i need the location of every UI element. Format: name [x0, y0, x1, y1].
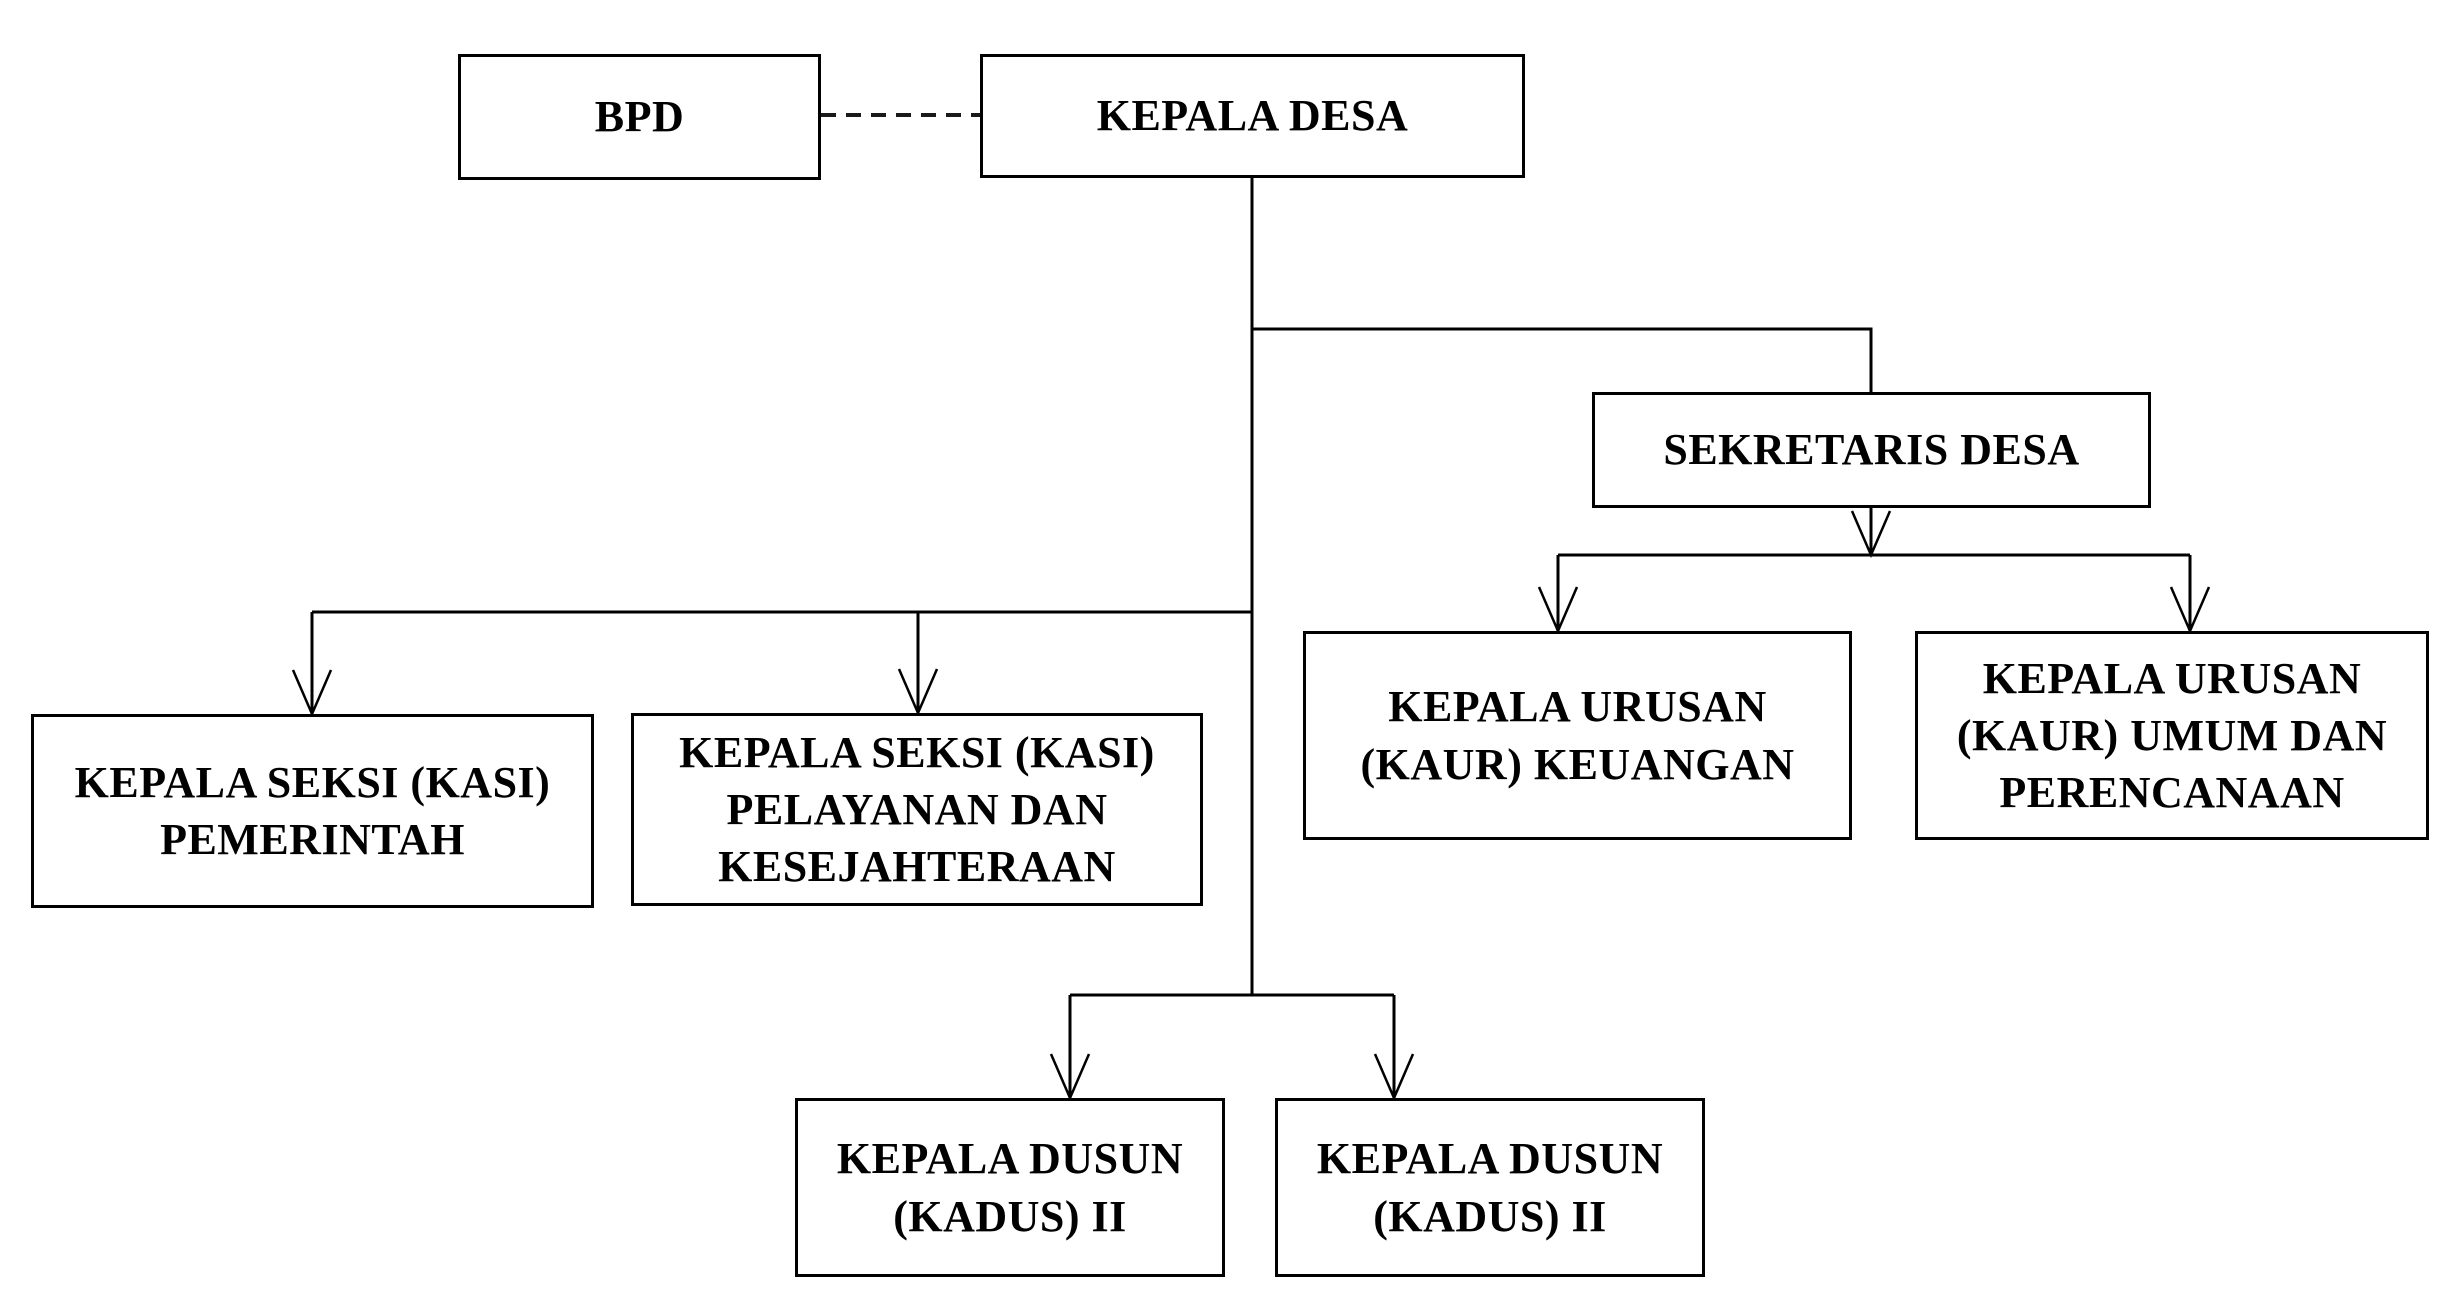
node-kepala-desa: KEPALA DESA	[980, 54, 1525, 178]
node-kasi-pemerintah-label: KEPALA SEKSI (KASI) PEMERINTAH	[74, 757, 551, 864]
node-kasi-pelayanan-label: KEPALA SEKSI (KASI) PELAYANAN DAN KESEJA…	[679, 727, 1155, 892]
node-sekretaris-desa-label: SEKRETARIS DESA	[1663, 425, 2080, 475]
node-bpd: BPD	[458, 54, 821, 180]
node-kadus-left: KEPALA DUSUN (KADUS) II	[795, 1098, 1225, 1277]
node-sekretaris-desa: SEKRETARIS DESA	[1592, 392, 2151, 508]
node-kadus-right-label: KEPALA DUSUN (KADUS) II	[1316, 1134, 1664, 1241]
node-kaur-umum-label: KEPALA URUSAN (KAUR) UMUM DAN PERENCANAA…	[1956, 653, 2388, 818]
node-kadus-left-label: KEPALA DUSUN (KADUS) II	[836, 1134, 1184, 1241]
node-kasi-pemerintah: KEPALA SEKSI (KASI) PEMERINTAH	[31, 714, 594, 908]
node-kaur-keuangan: KEPALA URUSAN (KAUR) KEUANGAN	[1303, 631, 1852, 840]
node-kaur-keuangan-label: KEPALA URUSAN (KAUR) KEUANGAN	[1360, 682, 1795, 789]
node-kadus-right: KEPALA DUSUN (KADUS) II	[1275, 1098, 1705, 1277]
node-kasi-pelayanan: KEPALA SEKSI (KASI) PELAYANAN DAN KESEJA…	[631, 713, 1203, 906]
node-kaur-umum: KEPALA URUSAN (KAUR) UMUM DAN PERENCANAA…	[1915, 631, 2429, 840]
edge-kepala-desa-sekretaris	[1252, 327, 1873, 392]
node-kepala-desa-label: KEPALA DESA	[1096, 91, 1409, 141]
node-bpd-label: BPD	[594, 92, 685, 142]
